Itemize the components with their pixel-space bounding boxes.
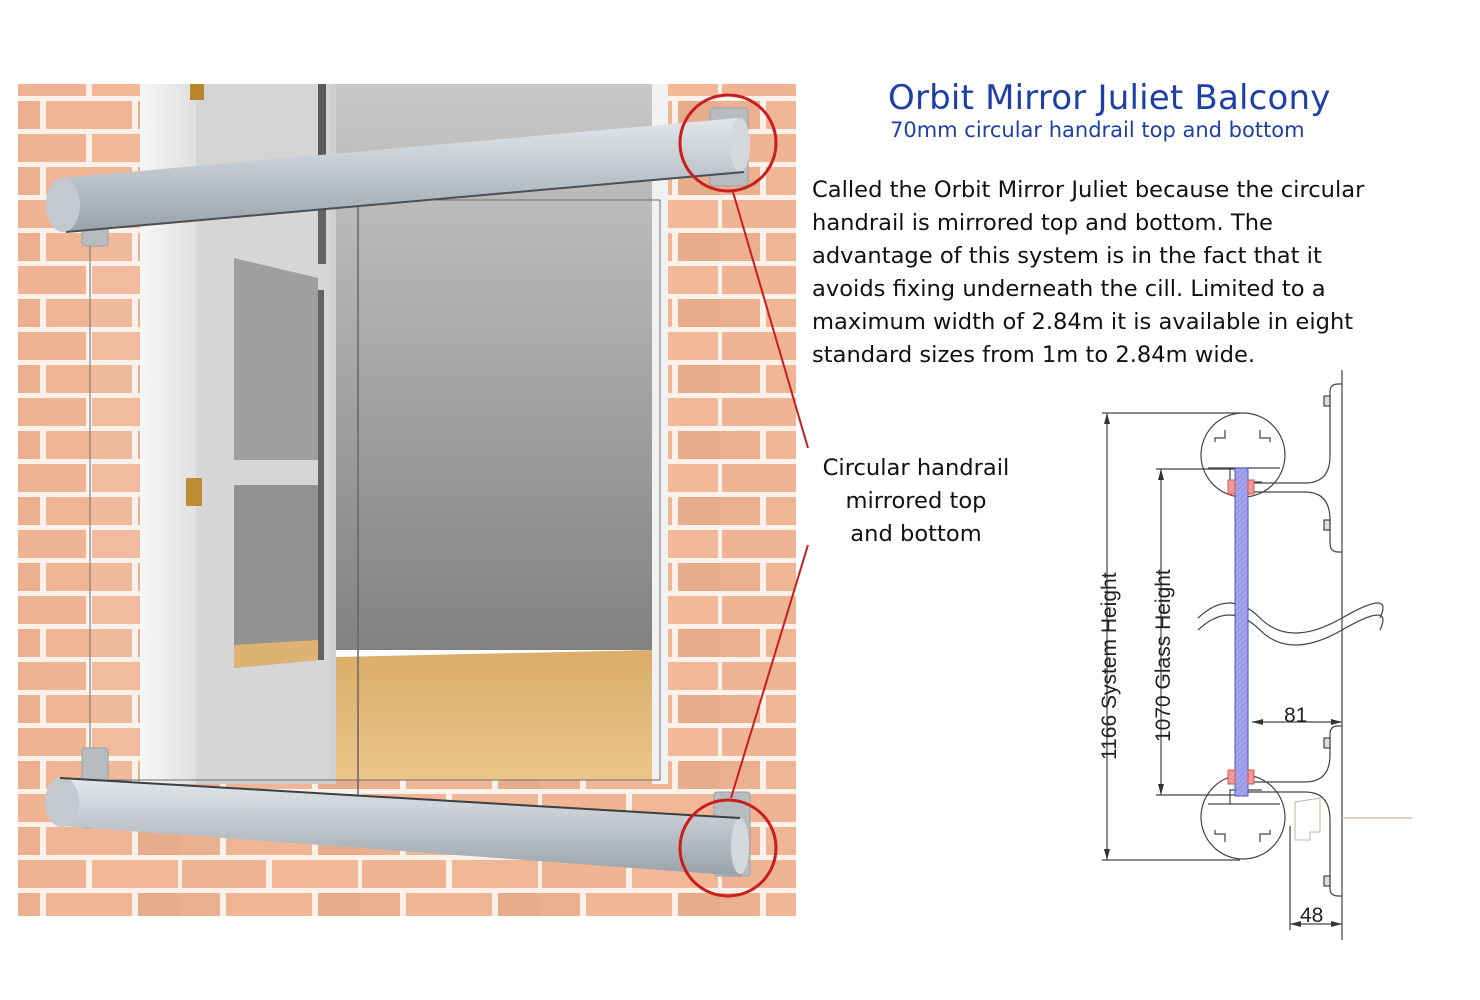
callout-label: Circular handrail mirrored top and botto… <box>796 452 1036 551</box>
description-line: Called the Orbit Mirror Juliet because t… <box>812 177 1365 203</box>
door-pane-lower <box>234 485 318 668</box>
glass-height-label: 1070 Glass Height <box>1152 569 1175 742</box>
offset-dimension: 81 <box>1284 704 1307 727</box>
description-line: standard sizes from 1m to 2.84m wide. <box>812 342 1256 368</box>
door-pane-upper <box>234 258 318 460</box>
page-subtitle: 70mm circular handrail top and bottom <box>890 118 1305 142</box>
callout-line: Circular handrail <box>822 455 1010 481</box>
system-height-label: 1166 System Height <box>1098 572 1121 760</box>
bracket-dimension: 48 <box>1300 904 1323 927</box>
section-drawing: 1166 System Height 1070 Glass Height 81 … <box>1098 370 1412 940</box>
bottom-handrail <box>60 778 742 876</box>
page-title: Orbit Mirror Juliet Balcony <box>888 78 1331 118</box>
description-line: maximum width of 2.84m it is available i… <box>812 309 1354 335</box>
description-paragraph: Called the Orbit Mirror Juliet because t… <box>812 174 1477 372</box>
callout-leader-bottom <box>730 544 809 799</box>
description-line: avoids fixing underneath the cill. Limit… <box>812 276 1326 302</box>
top-handrail <box>60 118 744 232</box>
brick-wall-right <box>666 84 796 916</box>
description-line: advantage of this system is in the fact … <box>812 243 1322 269</box>
callout-line: and bottom <box>850 521 982 547</box>
balcony-illustration <box>18 84 809 916</box>
description-line: handrail is mirrored top and bottom. The <box>812 210 1273 236</box>
callout-circle-bottom <box>678 798 778 898</box>
callout-circle-top <box>678 93 778 193</box>
callout-line: mirrored top <box>845 488 987 514</box>
callout-leader-top <box>732 191 809 449</box>
glass-section <box>1234 467 1249 797</box>
glass-panel <box>89 199 661 781</box>
